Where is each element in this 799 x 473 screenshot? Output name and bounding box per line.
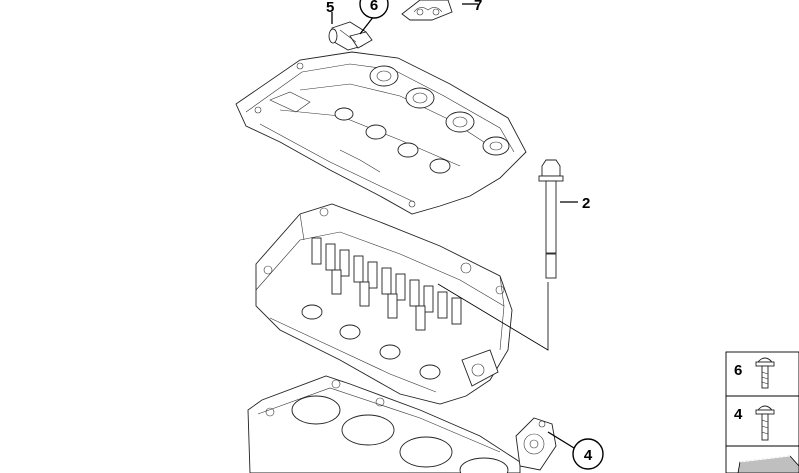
leader-lines: [331, 3, 578, 449]
cylinder-head-cover: [235, 51, 527, 215]
seal-part: [401, 0, 453, 21]
legend-item-6: 6: [734, 357, 775, 389]
svg-text:7: 7: [474, 0, 482, 14]
svg-text:6: 6: [370, 0, 378, 14]
cylinder-head-bolt: [538, 159, 564, 279]
sensor-part: [328, 21, 373, 51]
svg-text:5: 5: [326, 0, 334, 16]
legend-item-4: 4: [734, 405, 775, 441]
svg-text:2: 2: [582, 195, 590, 212]
valve-springs: [311, 237, 462, 331]
cylinder-head: [255, 203, 513, 405]
svg-text:4: 4: [734, 406, 743, 423]
svg-text:4: 4: [584, 447, 593, 464]
screw-icon: [755, 357, 775, 389]
cylinder-head-gasket: [247, 375, 521, 473]
svg-text:6: 6: [734, 362, 742, 379]
screw-icon: [755, 405, 775, 441]
callout-2: 2: [582, 195, 590, 212]
washer-icon: [737, 455, 799, 473]
callout-4: 4: [572, 438, 604, 470]
callout-7: 7: [474, 0, 482, 14]
parts-legend: 6 4: [725, 351, 799, 473]
callout-6: 6: [359, 0, 389, 19]
flange-part: [515, 417, 557, 471]
callout-5: 5: [326, 0, 334, 16]
